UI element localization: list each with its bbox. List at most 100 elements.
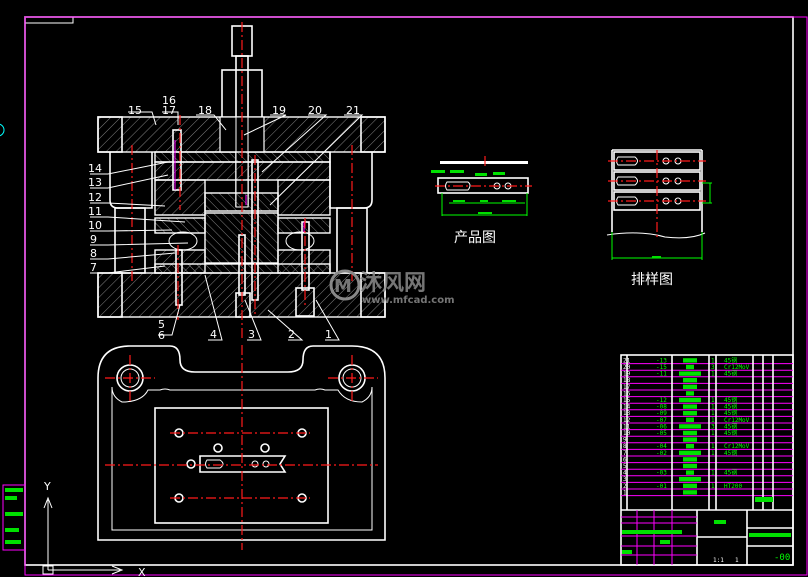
bom-row: 9 [621, 437, 793, 444]
part-label-13: 13 [88, 176, 102, 189]
bom-item-code: -12 [656, 397, 667, 404]
bom-item-name [686, 444, 694, 449]
bom-item-name [683, 378, 697, 383]
bom-item-name [683, 437, 697, 442]
left-legend-block [2, 484, 26, 551]
part-label-4: 4 [210, 328, 217, 341]
bom-item-quantity: 1 [711, 450, 715, 457]
bom-item-code: -02 [656, 450, 667, 457]
part-label-11: 11 [88, 205, 102, 218]
bom-item-name [683, 384, 697, 389]
bom-item-quantity: 1 [711, 410, 715, 417]
bom-item-material: 45钢 [724, 403, 737, 411]
bom-item-number: 8 [623, 443, 627, 450]
bom-item-material: 45钢 [724, 469, 737, 477]
bom-item-name [683, 411, 697, 416]
bom-item-quantity: 1 [711, 357, 715, 364]
bom-item-number: 9 [623, 437, 627, 444]
bom-item-quantity: 3 [711, 364, 715, 371]
bom-row: 1 [621, 489, 793, 496]
watermark-brand: 沐风网 [360, 271, 426, 296]
bom-item-name [686, 391, 694, 396]
bom-item-code: -05 [656, 430, 667, 437]
part-label-2: 2 [288, 328, 295, 341]
axis-y-label: Y [43, 480, 51, 493]
bom-item-number: 7 [623, 450, 627, 457]
bom-item-code: -09 [656, 410, 667, 417]
bom-item-code: -01 [656, 483, 667, 490]
strip-layout-title: 排样图 [631, 272, 673, 288]
part-label-8: 8 [90, 247, 97, 260]
bom-item-material: 45钢 [724, 449, 737, 457]
bom-item-name [683, 457, 697, 462]
scale-value: 1:1 [713, 557, 724, 564]
bom-item-material: 45钢 [724, 370, 737, 378]
part-label-5: 5 [158, 318, 165, 331]
bom-row: 3 [621, 476, 793, 483]
bom-item-quantity: 1 [711, 371, 715, 378]
part-label-20: 20 [308, 104, 322, 117]
bom-item-name [683, 463, 697, 469]
strip-layout-view: 排样图 [606, 149, 712, 288]
bom-item-number: 4 [623, 470, 627, 477]
ucs-axis-icon: Y X [42, 480, 146, 577]
bom-item-quantity: 3 [711, 423, 715, 430]
bom-item-name [679, 450, 701, 455]
bom-item-code: -03 [656, 470, 667, 477]
bom-item-material: Cr12MoV [724, 443, 750, 450]
watermark-logo: M [334, 276, 352, 297]
edge-marker [0, 123, 5, 137]
bom-item-code: -13 [656, 357, 667, 364]
bom-item-material: Cr12MoV [724, 364, 750, 371]
part-number-labels: 1 2 3 4 5 6 7 8 9 10 11 12 13 14 15 16 1… [88, 94, 360, 342]
part-label-14: 14 [88, 162, 102, 175]
bom-item-number: 1 [623, 489, 627, 496]
bom-item-name [679, 371, 701, 376]
bom-row: 16 [621, 390, 793, 397]
bom-item-quantity: 1 [711, 417, 715, 424]
part-label-15: 15 [128, 104, 142, 117]
sheet-value: 1 [735, 557, 739, 564]
part-label-6: 6 [158, 329, 165, 342]
part-label-16: 16 [162, 94, 176, 107]
bom-item-number: 3 [623, 476, 627, 483]
product-view: 产品图 [431, 156, 532, 246]
bom-item-code: -06 [656, 423, 667, 430]
leader-lines [90, 111, 364, 341]
bom-item-code: -08 [656, 404, 667, 411]
bom-item-material: 45钢 [724, 356, 737, 364]
bom-item-material: 45钢 [724, 422, 737, 430]
bom-item-code: -15 [656, 364, 667, 371]
bom-item-code: -07 [656, 417, 667, 424]
bom-item-material: 45钢 [724, 409, 737, 417]
bom-item-name [679, 477, 701, 482]
part-label-12: 12 [88, 191, 102, 204]
bom-item-quantity: 1 [711, 430, 715, 437]
bom-item-name [686, 364, 694, 370]
bom-item-name [686, 470, 694, 475]
part-label-21: 21 [346, 104, 360, 117]
part-label-3: 3 [248, 328, 255, 341]
bom-row: 18 [621, 377, 793, 384]
part-label-10: 10 [88, 219, 102, 232]
bom-item-quantity: 1 [711, 443, 715, 450]
bom-item-name [683, 358, 697, 363]
bom-item-quantity: 1 [711, 397, 715, 404]
bom-item-name [683, 490, 697, 495]
die-section-view [97, 22, 386, 340]
bom-item-material: 45钢 [724, 429, 737, 437]
bom-item-number: 2 [623, 483, 627, 490]
bom-item-material: 45钢 [724, 396, 737, 404]
